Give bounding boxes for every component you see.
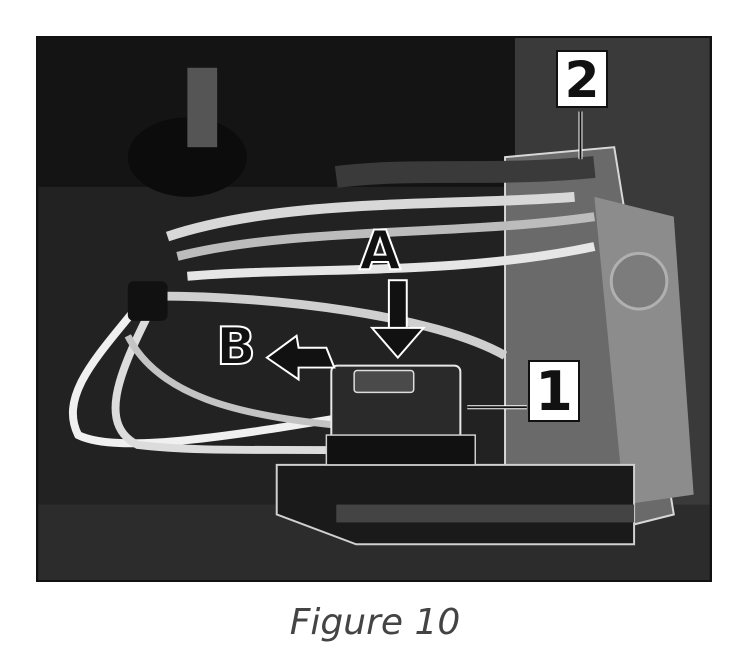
connector-photo-illustration (38, 38, 710, 580)
figure-caption: Figure 10 (289, 602, 461, 643)
callout-label-b: B (215, 317, 257, 377)
callout-label-1: 1 (528, 360, 580, 422)
callout-label-2: 2 (556, 50, 608, 108)
connector-photo (36, 36, 712, 582)
callout-label-a: A (358, 219, 402, 282)
